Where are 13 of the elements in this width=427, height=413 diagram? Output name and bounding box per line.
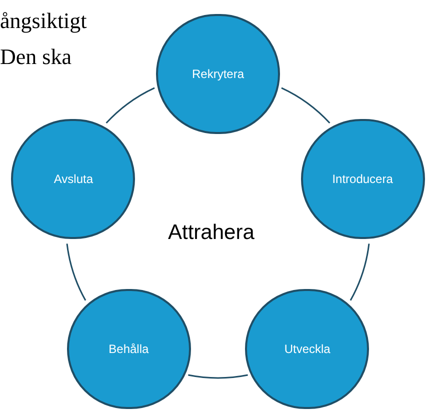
stage-label: Utveckla [284,340,330,358]
stage-label: Introducera [332,171,393,188]
cycle-arc [281,87,330,124]
stage-label: Avsluta [54,171,93,188]
stage-label: Rekrytera [192,66,244,83]
body-text: Den ska [0,46,72,68]
cycle-arc [66,244,86,301]
body-text: ångsiktigt [0,10,87,32]
cycle-arc [188,374,248,379]
center-label: Attrahera [168,222,254,243]
stage-label: Behålla [108,340,149,358]
cycle-arc [350,244,370,301]
cycle-arc [106,87,155,124]
